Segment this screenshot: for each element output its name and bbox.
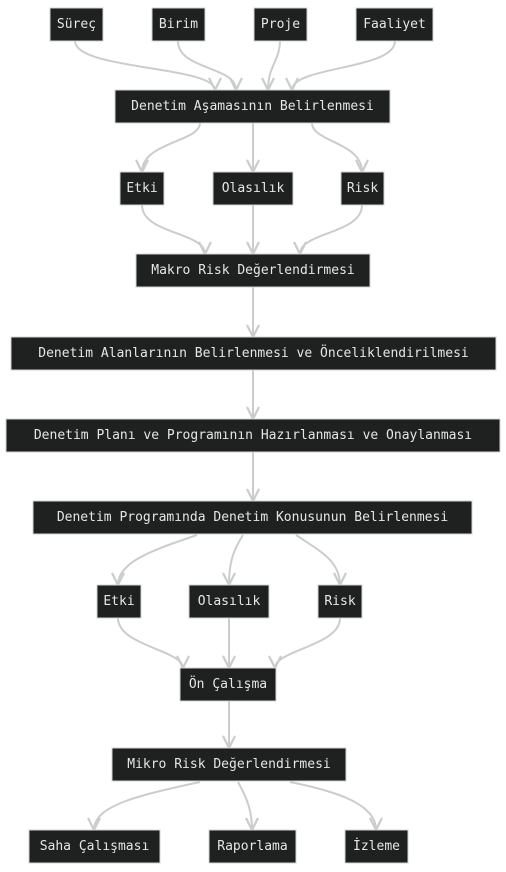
node-olasilik2-label: Olasılık xyxy=(198,594,261,609)
node-on-calisma: Ön Çalışma xyxy=(179,667,277,702)
node-mikro: Mikro Risk Değerlendirmesi xyxy=(111,747,347,782)
edge-birim-asama xyxy=(177,40,243,92)
node-raporlama-label: Raporlama xyxy=(217,839,287,854)
node-risk2-label: Risk xyxy=(324,594,355,609)
node-konu-label: Denetim Programında Denetim Konusunun Be… xyxy=(57,510,448,525)
node-olasilik1: Olasılık xyxy=(212,171,294,206)
edge-konu-etki2 xyxy=(111,534,198,587)
node-etki2-label: Etki xyxy=(103,594,134,609)
nodes: Süreç Birim Proje Faaliyet Denetim Aşama… xyxy=(5,7,501,864)
edges xyxy=(74,40,396,832)
edge-asama-etki1 xyxy=(135,122,201,174)
edge-etki2-on xyxy=(117,617,190,670)
edge-faaliyet-asama xyxy=(285,40,396,92)
edge-risk1-makro xyxy=(293,204,363,256)
node-birim: Birim xyxy=(151,7,206,42)
node-mikro-label: Mikro Risk Değerlendirmesi xyxy=(127,757,331,772)
node-risk2: Risk xyxy=(317,584,363,619)
node-birim-label: Birim xyxy=(159,17,198,32)
node-proje-label: Proje xyxy=(261,17,300,32)
edge-mikro-saha xyxy=(87,781,201,832)
edge-konu-risk2 xyxy=(295,534,347,587)
node-olasilik1-label: Olasılık xyxy=(222,181,285,196)
node-asama-label: Denetim Aşamasının Belirlenmesi xyxy=(131,99,374,114)
node-risk1-label: Risk xyxy=(347,181,378,196)
node-asama: Denetim Aşamasının Belirlenmesi xyxy=(114,89,391,124)
edge-etki1-makro xyxy=(141,204,212,256)
node-etki2: Etki xyxy=(96,584,142,619)
node-surec-label: Süreç xyxy=(57,17,96,32)
edge-konu-olasilik2 xyxy=(222,534,244,587)
edge-surec-asama xyxy=(74,40,222,92)
node-proje: Proje xyxy=(253,7,308,42)
node-saha: Saha Çalışması xyxy=(28,829,161,864)
node-faaliyet: Faaliyet xyxy=(355,7,434,42)
node-faaliyet-label: Faaliyet xyxy=(363,17,426,32)
node-alanlar-label: Denetim Alanlarının Belirlenmesi ve Önce… xyxy=(38,344,468,361)
node-etki1-label: Etki xyxy=(126,181,157,196)
node-surec: Süreç xyxy=(49,7,104,42)
node-izleme: İzleme xyxy=(344,829,409,864)
edge-risk2-on xyxy=(268,617,341,670)
node-makro: Makro Risk Değerlendirmesi xyxy=(135,253,371,288)
node-izleme-label: İzleme xyxy=(353,838,400,854)
node-alanlar: Denetim Alanlarının Belirlenmesi ve Önce… xyxy=(10,336,497,371)
edge-asama-risk1 xyxy=(311,122,369,174)
node-on-calisma-label: Ön Çalışma xyxy=(189,675,267,692)
node-plan: Denetim Planı ve Programının Hazırlanmas… xyxy=(5,418,501,453)
node-etki1: Etki xyxy=(119,171,165,206)
node-raporlama: Raporlama xyxy=(208,829,297,864)
node-saha-label: Saha Çalışması xyxy=(40,839,150,854)
edge-proje-asama xyxy=(261,40,281,92)
node-risk1: Risk xyxy=(340,171,385,206)
node-plan-label: Denetim Planı ve Programının Hazırlanmas… xyxy=(34,428,472,443)
node-makro-label: Makro Risk Değerlendirmesi xyxy=(151,263,355,278)
edge-mikro-izleme xyxy=(289,781,383,832)
node-olasilik2: Olasılık xyxy=(188,584,270,619)
node-konu: Denetim Programında Denetim Konusunun Be… xyxy=(32,500,473,535)
edge-mikro-raporlama xyxy=(237,781,259,832)
